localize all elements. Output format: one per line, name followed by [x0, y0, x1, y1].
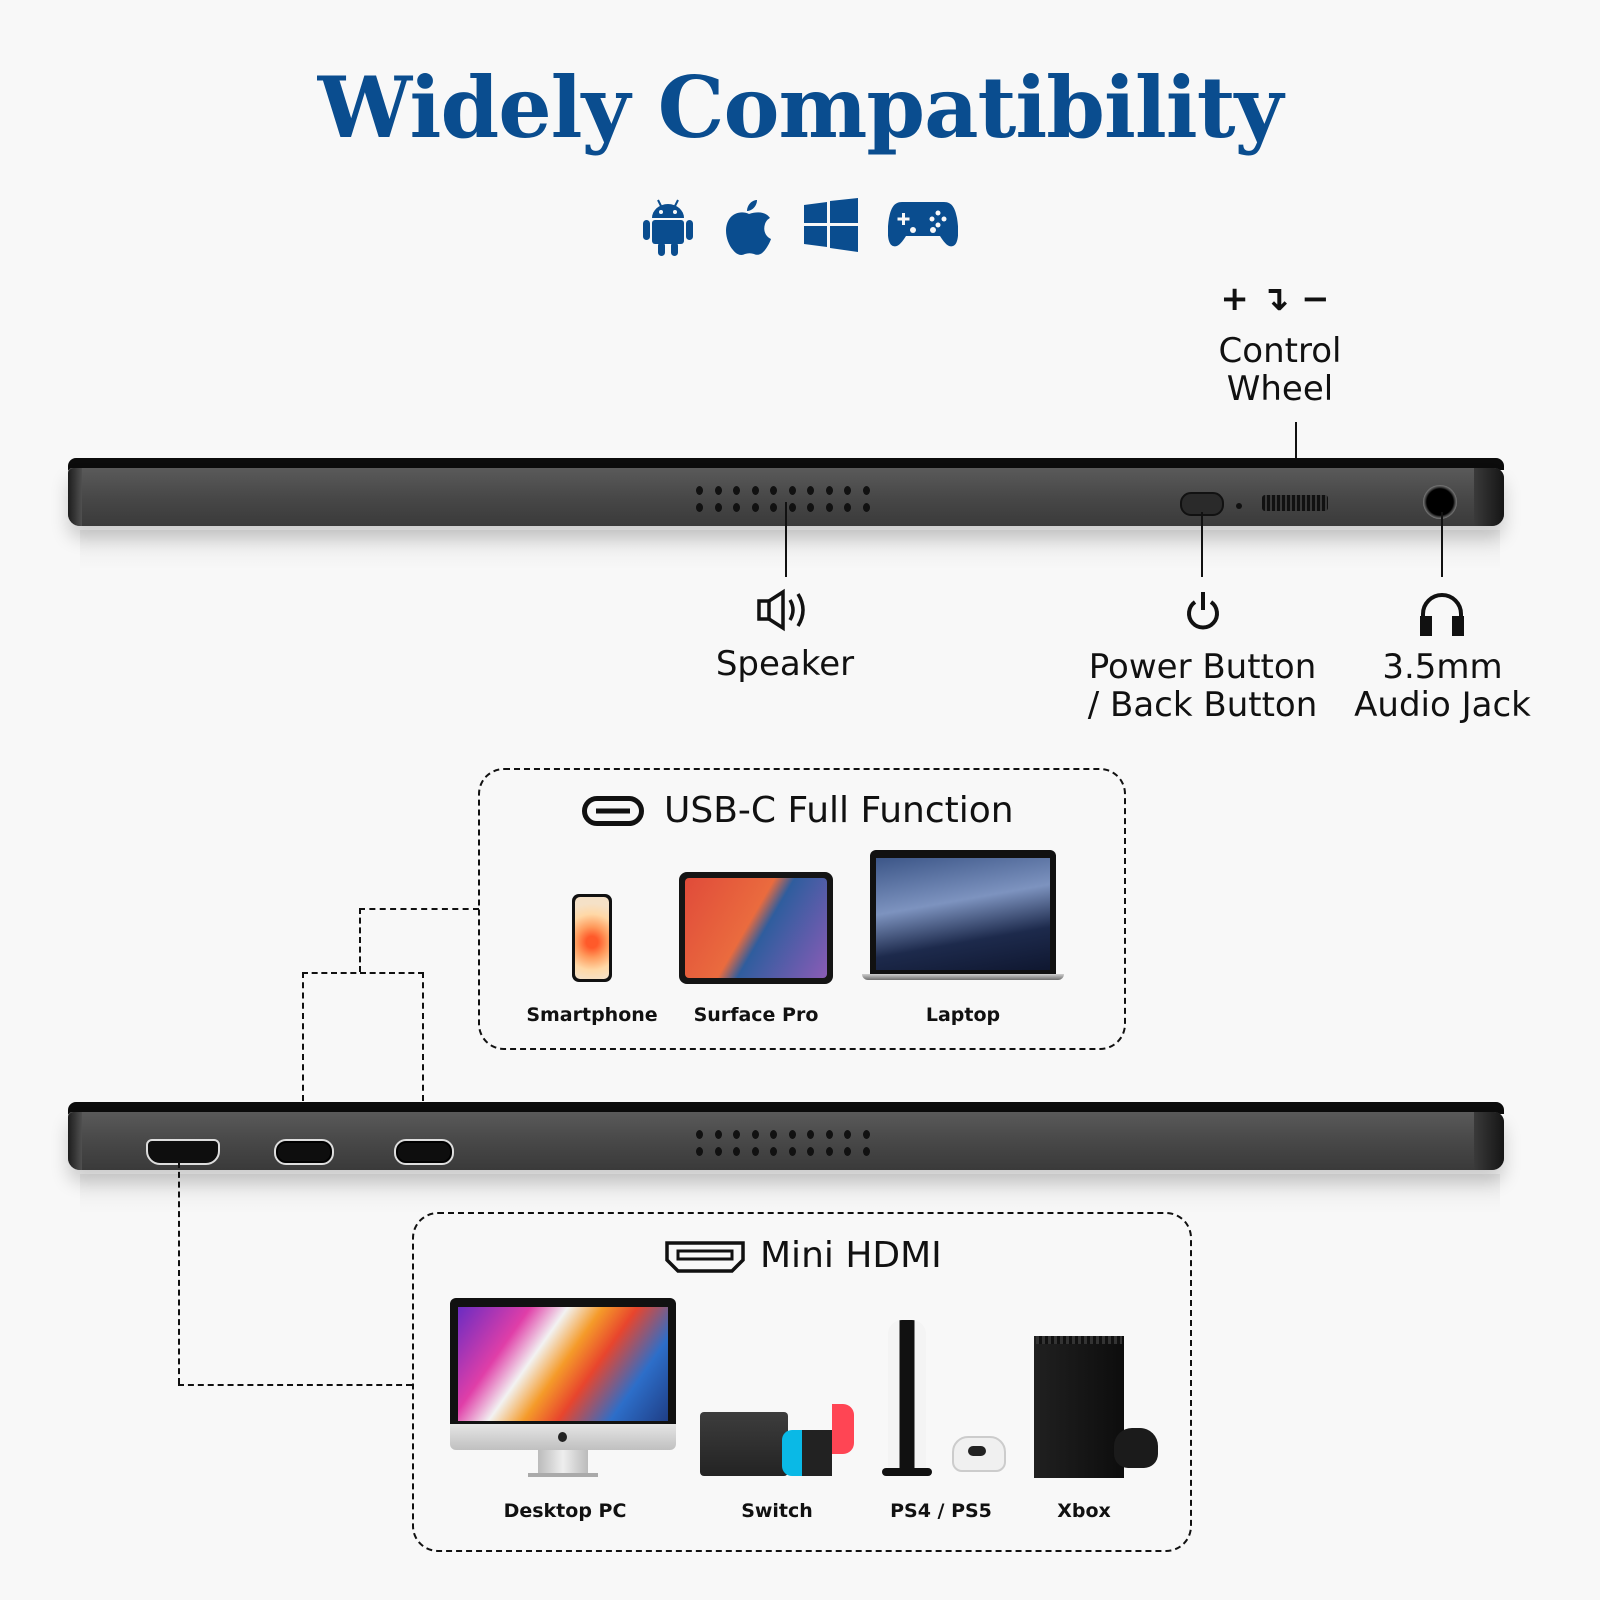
- power-icon: [1187, 592, 1219, 630]
- audio-label-2: Audio Jack: [1354, 685, 1531, 725]
- hdmi-connector: [178, 1384, 412, 1386]
- hdmi-connector: [178, 1162, 180, 1384]
- device-label-switch: Switch: [741, 1500, 813, 1522]
- power-label-1: Power Button: [1088, 647, 1317, 687]
- reflection: [80, 1174, 1500, 1214]
- laptop-image: [862, 850, 1064, 980]
- control-wheel-label-1: Control: [1218, 331, 1342, 371]
- device-label-xbox: Xbox: [1057, 1500, 1111, 1522]
- audio-leader-line: [1441, 512, 1443, 577]
- audio-jack[interactable]: [1423, 485, 1457, 519]
- xbox-image: [1030, 1336, 1158, 1478]
- windows-icon: [804, 198, 858, 252]
- device-label-laptop: Laptop: [925, 1004, 1001, 1026]
- speaker-grille-top: [696, 486, 872, 512]
- power-label-2: / Back Button: [1087, 685, 1318, 725]
- device-label-desktop-pc: Desktop PC: [503, 1500, 627, 1522]
- os-icons-row: [0, 198, 1600, 256]
- status-led: [1236, 503, 1242, 509]
- surface-pro-image: [679, 872, 833, 984]
- apple-icon: [726, 200, 771, 255]
- usb-c-connector: [302, 972, 304, 1142]
- desktop-pc-image: [450, 1298, 676, 1478]
- control-wheel-label-2: Wheel: [1226, 369, 1334, 409]
- usb-c-connector: [302, 972, 424, 974]
- android-icon: [643, 199, 693, 256]
- smartphone-image: [572, 894, 612, 982]
- mini-hdmi-title: Mini HDMI: [760, 1235, 942, 1276]
- reflection: [80, 530, 1500, 570]
- control-wheel[interactable]: [1262, 495, 1328, 511]
- mini-hdmi-port[interactable]: [146, 1139, 220, 1165]
- page-title: Widely Compatibility: [317, 58, 1284, 157]
- speaker-icon: [757, 588, 805, 632]
- ps5-image: [880, 1320, 1010, 1478]
- power-leader-line: [1201, 512, 1203, 577]
- device-label-surface-pro: Surface Pro: [693, 1004, 819, 1026]
- switch-image: [700, 1404, 860, 1478]
- usb-c-connector: [422, 972, 424, 1142]
- hdmi-icon: [665, 1241, 745, 1273]
- audio-label-1: 3.5mm: [1382, 647, 1503, 687]
- device-label-ps: PS4 / PS5: [890, 1500, 992, 1522]
- headphones-icon: [1420, 593, 1464, 636]
- device-label-smartphone: Smartphone: [526, 1004, 658, 1026]
- usb-c-icon: [582, 796, 644, 826]
- speaker-label: Speaker: [715, 644, 855, 684]
- usb-c-connector: [359, 908, 361, 972]
- control-wheel-symbols: + ↴ −: [1220, 279, 1330, 319]
- usb-c-connector: [359, 908, 479, 910]
- mini-hdmi-box: [412, 1212, 1192, 1552]
- usb-c-port-1[interactable]: [274, 1139, 334, 1165]
- usb-c-title: USB-C Full Function: [664, 790, 1014, 831]
- usb-c-box: [478, 768, 1126, 1050]
- speaker-grille-bottom: [696, 1130, 872, 1156]
- speaker-leader-line: [785, 502, 787, 577]
- gamepad-icon: [888, 202, 958, 247]
- usb-c-port-2[interactable]: [394, 1139, 454, 1165]
